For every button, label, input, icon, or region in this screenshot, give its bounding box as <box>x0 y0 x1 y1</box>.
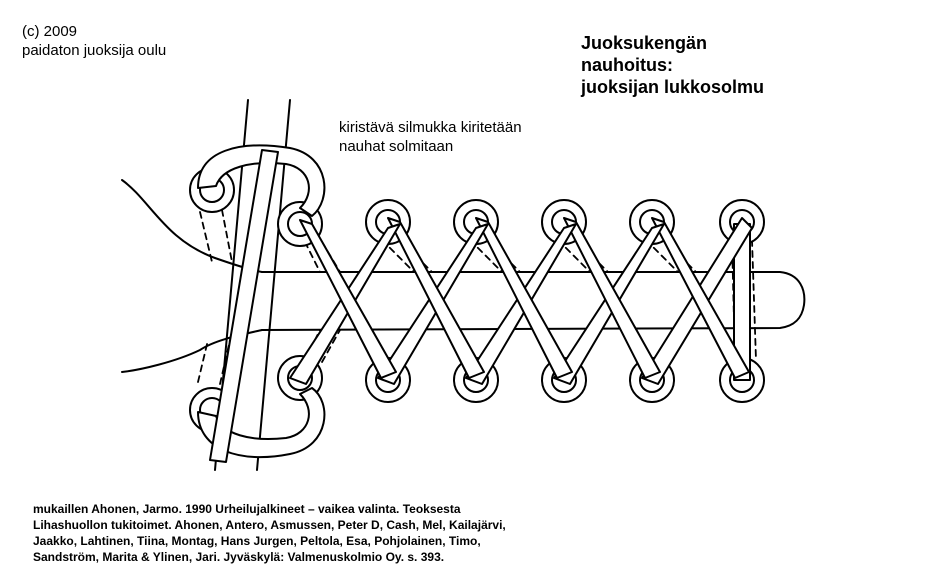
credit-line-1: mukaillen Ahonen, Jarmo. 1990 Urheilujal… <box>33 502 461 516</box>
source-credit: mukaillen Ahonen, Jarmo. 1990 Urheilujal… <box>33 501 506 565</box>
credit-line-3: Jaakko, Lahtinen, Tiina, Montag, Hans Ju… <box>33 534 481 548</box>
copyright-year: (c) 2009 <box>22 23 78 40</box>
title-line-3: juoksijan lukkosolmu <box>581 77 765 97</box>
credit-line-2: Lihashuollon tukitoimet. Ahonen, Antero,… <box>33 518 506 532</box>
diagram-title: Juoksukengän nauhoitus: juoksijan lukkos… <box>581 32 764 98</box>
crossing-laces <box>289 217 753 385</box>
loop-note: kiristävä silmukka kiritetään nauhat sol… <box>339 118 522 156</box>
copyright-author: paidaton juoksija oulu <box>22 42 167 59</box>
credit-line-4: Sandström, Marita & Ylinen, Jari. Jyväsk… <box>33 550 445 564</box>
title-line-2: nauhoitus: <box>581 55 673 75</box>
main-lace <box>209 149 279 463</box>
note-line-2: nauhat solmitaan <box>339 138 454 155</box>
title-line-1: Juoksukengän <box>581 33 708 53</box>
copyright-block: (c) 2009 paidaton juoksija oulu <box>22 22 166 60</box>
eyelets <box>189 167 765 433</box>
note-line-1: kiristävä silmukka kiritetään <box>339 119 522 136</box>
